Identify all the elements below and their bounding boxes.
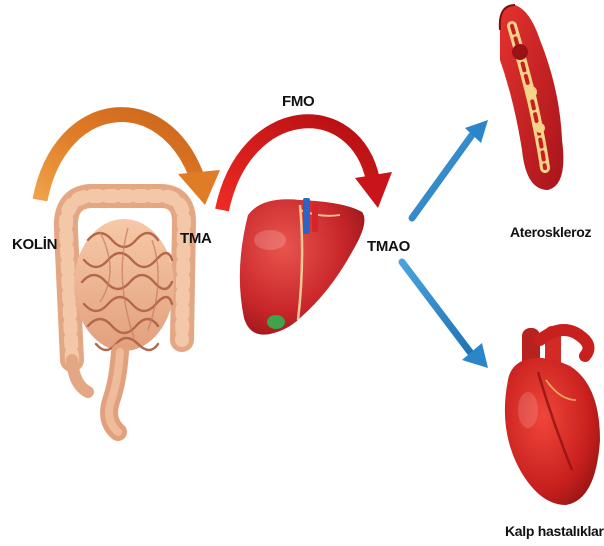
tma-label: TMA [180,230,212,247]
liver-icon [240,198,365,335]
portal-vein-icon [303,198,310,234]
fmo-label: FMO [282,93,314,110]
heart-disease-label: Kalp hastalıkları [505,523,604,539]
tmao-to-heart-disease-arrow [402,262,488,368]
choline-label: KOLİN [12,236,57,253]
atherosclerosis-label: Ateroskleroz [510,224,591,240]
heart-icon [505,326,600,505]
artery-icon [500,5,564,190]
tma-to-tmao-arrow [222,121,392,210]
tmao-to-atherosclerosis-arrow [412,120,488,218]
gallbladder-icon [267,315,285,329]
tmao-label: TMAO [367,238,410,255]
intestine-icon [66,196,184,432]
